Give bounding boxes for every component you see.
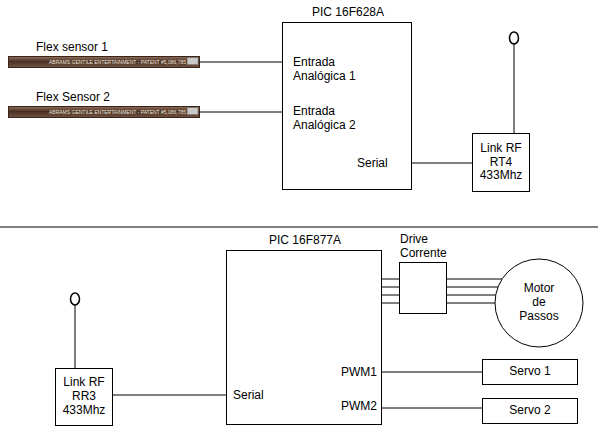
wire bbox=[113, 395, 226, 396]
box-label: Link RF RR3 433Mhz bbox=[58, 376, 110, 417]
rf-transmitter: Link RF RT4 433Mhz bbox=[472, 133, 530, 192]
current-driver: Drive Corrente bbox=[399, 262, 447, 314]
antenna bbox=[510, 32, 519, 133]
sensor-imprint: ABRAMS GENTILE ENTERTAINMENT - PATENT #5… bbox=[49, 110, 189, 115]
component-name: Flex Sensor 2 bbox=[36, 91, 156, 105]
pin-label: Serial bbox=[357, 157, 407, 171]
stepper-motor: Motor de Passos bbox=[494, 258, 584, 348]
wire bbox=[412, 163, 472, 164]
rf-receiver: Link RF RR3 433Mhz bbox=[55, 368, 113, 426]
wire bbox=[447, 279, 502, 303]
component-name: PIC 16F877A bbox=[227, 234, 383, 248]
wire bbox=[382, 372, 482, 373]
servo-box: Servo 1 bbox=[482, 359, 578, 385]
flex-sensor: Flex sensor 1ABRAMS GENTILE ENTERTAINMEN… bbox=[8, 56, 200, 68]
box-label: Motor de Passos bbox=[517, 282, 561, 323]
pin-label: Serial bbox=[233, 389, 283, 403]
component-name: PIC 16F628A bbox=[283, 6, 413, 20]
microcontroller-box: PIC 16F628AEntrada Analógica 1Entrada An… bbox=[282, 22, 412, 190]
section-divider bbox=[0, 227, 598, 228]
box-label: Servo 1 bbox=[509, 365, 550, 379]
pin-label: Entrada Analógica 1 bbox=[293, 56, 381, 84]
sensor-imprint: ABRAMS GENTILE ENTERTAINMENT - PATENT #5… bbox=[49, 60, 189, 65]
box-label: Servo 2 bbox=[509, 404, 550, 418]
box-label: Link RF RT4 433Mhz bbox=[475, 142, 527, 183]
pin-label: PWM1 bbox=[341, 366, 381, 380]
pin-label: PWM2 bbox=[341, 400, 381, 414]
wire bbox=[382, 408, 482, 409]
servo-box: Servo 2 bbox=[482, 398, 578, 424]
wire bbox=[200, 112, 282, 113]
microcontroller-box: PIC 16F877ASerialPWM1PWM2 bbox=[226, 250, 382, 425]
flex-sensor: Flex Sensor 2ABRAMS GENTILE ENTERTAINMEN… bbox=[8, 106, 200, 118]
component-name: Flex sensor 1 bbox=[36, 41, 156, 55]
wire bbox=[200, 62, 282, 63]
component-name: Drive Corrente bbox=[400, 233, 458, 261]
antenna bbox=[71, 293, 80, 368]
pin-label: Entrada Analógica 2 bbox=[293, 105, 381, 133]
wire bbox=[382, 279, 399, 303]
